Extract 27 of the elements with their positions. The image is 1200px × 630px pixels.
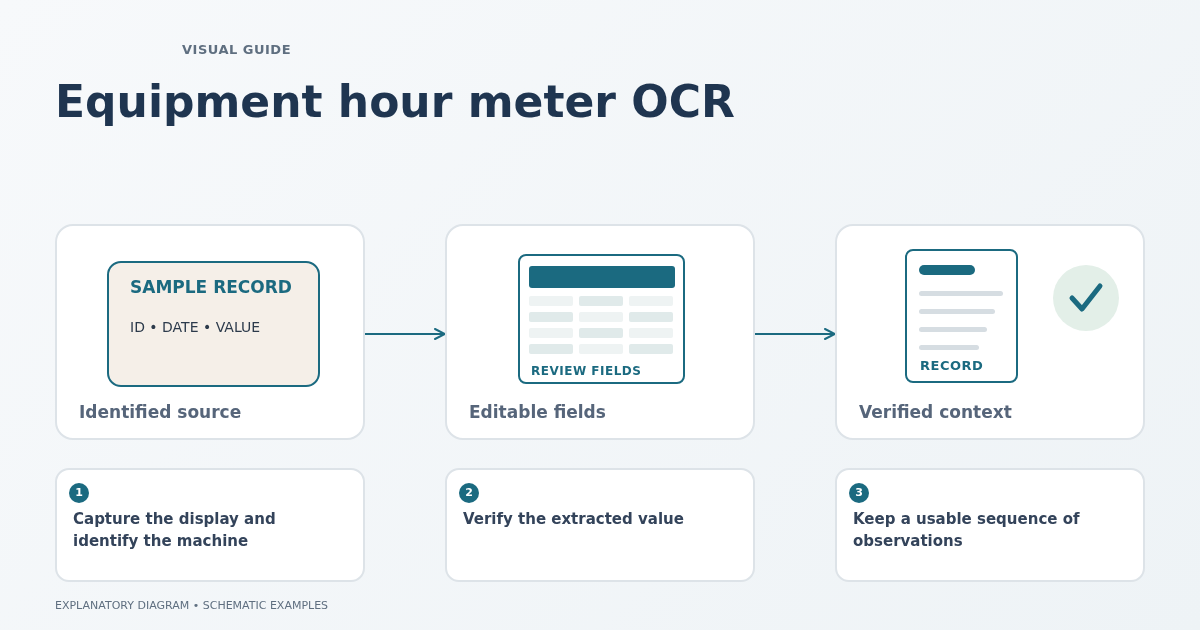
document-label: RECORD xyxy=(920,358,984,373)
step-number-badge: 3 xyxy=(849,483,869,503)
card-caption: Identified source xyxy=(79,402,242,422)
card-caption: Verified context xyxy=(859,402,1012,422)
card-caption: Editable fields xyxy=(469,402,606,422)
record-card xyxy=(107,261,320,387)
step-text: Verify the extracted value xyxy=(463,509,685,530)
panel-card xyxy=(445,224,755,440)
footer-caption: EXPLANATORY DIAGRAM • SCHEMATIC EXAMPLES xyxy=(55,599,329,612)
arrow xyxy=(754,328,836,340)
step-card xyxy=(445,468,755,582)
panel-label: REVIEW FIELDS xyxy=(531,364,642,378)
step-card xyxy=(835,468,1145,582)
header-label: VISUAL GUIDE xyxy=(182,42,292,57)
panel-card xyxy=(55,224,365,440)
record-fields: ID • DATE • VALUE xyxy=(130,319,261,335)
step-text: Keep a usable sequence of observations xyxy=(853,509,1081,552)
step-number-badge: 1 xyxy=(69,483,89,503)
step-text: Capture the display and identify the machine xyxy=(73,509,277,552)
record-heading: SAMPLE RECORD xyxy=(130,277,292,297)
page-title: Equipment hour meter OCR xyxy=(55,76,735,127)
step-card xyxy=(55,468,365,582)
panel-card xyxy=(835,224,1145,440)
arrow xyxy=(364,328,446,340)
form-panel xyxy=(518,254,685,384)
document-panel xyxy=(905,249,1018,383)
step-number-badge: 2 xyxy=(459,483,479,503)
